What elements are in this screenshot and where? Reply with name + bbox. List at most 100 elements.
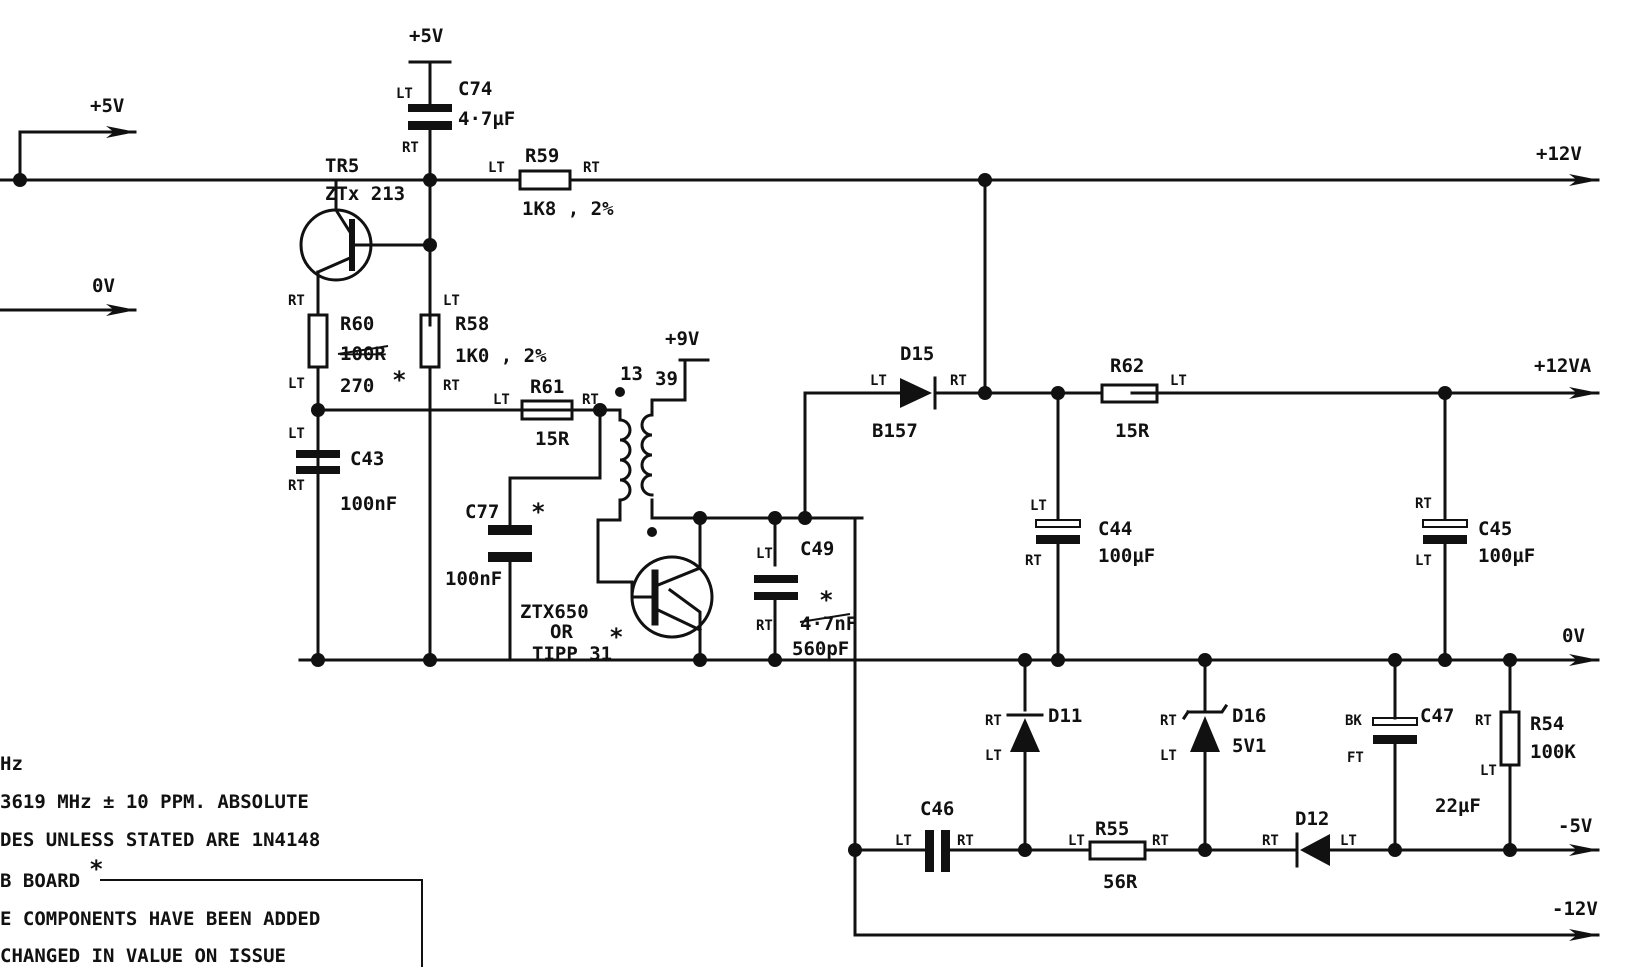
r58-ref: R58 [455, 313, 489, 335]
c44-capacitor-symbol [1035, 519, 1081, 544]
transformer-pin1: 13 [620, 363, 643, 385]
note-line-4: B BOARD [0, 870, 80, 892]
c46-capacitor-symbol [925, 830, 950, 872]
c74-pin1: LT [396, 86, 413, 102]
d16-zener-symbol [1181, 703, 1229, 752]
c44-value: 100µF [1098, 545, 1155, 567]
r60-ref: R60 [340, 313, 374, 335]
c43-pin1: LT [288, 426, 305, 442]
rail-label-out-m5v: -5V [1558, 815, 1592, 837]
c47-pin1: BK [1345, 713, 1362, 729]
q-asterisk: * [610, 623, 623, 651]
rail-label-in-5v: +5V [90, 95, 124, 117]
c49-value: 560pF [792, 638, 849, 660]
c74-ref: C74 [458, 78, 492, 100]
rail-label-out-m12v: -12V [1552, 898, 1598, 920]
r55-value: 56R [1103, 871, 1138, 893]
r55-pin1: LT [1068, 833, 1085, 849]
c47-value: 22µF [1435, 795, 1481, 817]
note-line-1: Hz [0, 753, 23, 775]
c43-ref: C43 [350, 448, 384, 470]
c49-pin2: RT [756, 618, 773, 634]
rail-label-9v: +9V [665, 328, 699, 350]
r58-pin2: RT [443, 378, 460, 394]
d12-pin2: LT [1340, 833, 1357, 849]
c77-ref: C77 [465, 501, 499, 523]
r61-value: 15R [535, 428, 570, 450]
c77-asterisk: * [532, 498, 545, 526]
r59-pin2: RT [583, 160, 600, 176]
c77-value: 100nF [445, 568, 502, 590]
rail-label-out-12va: +12VA [1534, 355, 1592, 377]
c49-pin1: LT [756, 546, 773, 562]
c47-pin2: FT [1347, 750, 1364, 766]
c46-ref: C46 [920, 798, 954, 820]
r54-pin1: RT [1475, 713, 1492, 729]
c45-ref: C45 [1478, 518, 1512, 540]
c44-pin2: RT [1025, 553, 1042, 569]
d12-pin1: RT [1262, 833, 1279, 849]
c49-ref: C49 [800, 538, 834, 560]
rail-label-out-12v: +12V [1536, 143, 1582, 165]
c49-old-value: 4·7nF [800, 613, 857, 635]
r55-resistor-symbol [1088, 840, 1147, 861]
c46-pin2: RT [957, 833, 974, 849]
r55-pin2: RT [1152, 833, 1169, 849]
r60-pin1: RT [288, 293, 305, 309]
r59-value: 1K8 , 2% [522, 198, 614, 220]
d16-ref: D16 [1232, 705, 1266, 727]
r54-ref: R54 [1530, 713, 1564, 735]
c74-capacitor-symbol [408, 90, 452, 130]
c47-ref: C47 [1420, 705, 1454, 727]
transformer-symbol [618, 413, 654, 502]
r58-pin1: LT [443, 293, 460, 309]
c49-capacitor-symbol [754, 575, 798, 600]
c74-value: 4·7µF [458, 108, 515, 130]
r58-value: 1K0 , 2% [455, 345, 547, 367]
tr5-transistor-symbol [299, 178, 373, 282]
c45-pin2: LT [1415, 553, 1432, 569]
rail-label-top-5v: +5V [409, 25, 443, 47]
note-line-3: DES UNLESS STATED ARE 1N4148 [0, 829, 320, 851]
note-line-5: E COMPONENTS HAVE BEEN ADDED [0, 908, 320, 930]
c49-asterisk: * [820, 586, 833, 614]
d15-type: B157 [872, 420, 918, 442]
d15-diode-symbol [900, 376, 937, 410]
c45-value: 100µF [1478, 545, 1535, 567]
q-or: OR [550, 621, 573, 643]
r54-value: 100K [1530, 741, 1576, 763]
q-type1: ZTX650 [520, 601, 589, 623]
r61-pin2: RT [582, 392, 599, 408]
d11-ref: D11 [1048, 705, 1082, 727]
tr5-ref: TR5 [325, 155, 359, 177]
r58-resistor-symbol [419, 313, 441, 369]
note-line-2: 3619 MHz ± 10 PPM. ABSOLUTE [0, 791, 309, 813]
transformer-pin2: 39 [655, 368, 678, 390]
r54-resistor-symbol [1499, 710, 1521, 767]
c43-value: 100nF [340, 493, 397, 515]
r59-resistor-symbol [518, 169, 572, 191]
r55-ref: R55 [1095, 818, 1129, 840]
d15-pin2: RT [950, 373, 967, 389]
d11-diode-symbol [1006, 713, 1044, 752]
r59-ref: R59 [525, 145, 559, 167]
d16-pin2: LT [1160, 748, 1177, 764]
r60-asterisk: * [393, 366, 406, 394]
d12-diode-symbol [1295, 832, 1330, 868]
r60-pin2: LT [288, 376, 305, 392]
q-type2: TIPP 31 [532, 643, 612, 665]
d11-pin2: LT [985, 748, 1002, 764]
switch-transistor-symbol [630, 555, 714, 639]
c43-pin2: RT [288, 478, 305, 494]
d16-value: 5V1 [1232, 735, 1266, 757]
d16-pin1: RT [1160, 713, 1177, 729]
c47-capacitor-symbol [1372, 717, 1418, 744]
c43-capacitor-symbol [296, 450, 340, 474]
rail-label-out-0v: 0V [1562, 625, 1585, 647]
r60-resistor-symbol [307, 313, 329, 369]
r60-value: 270 [340, 375, 374, 397]
c45-pin1: RT [1415, 496, 1432, 512]
r54-pin2: LT [1480, 763, 1497, 779]
tr5-type: ZTx 213 [325, 183, 405, 205]
